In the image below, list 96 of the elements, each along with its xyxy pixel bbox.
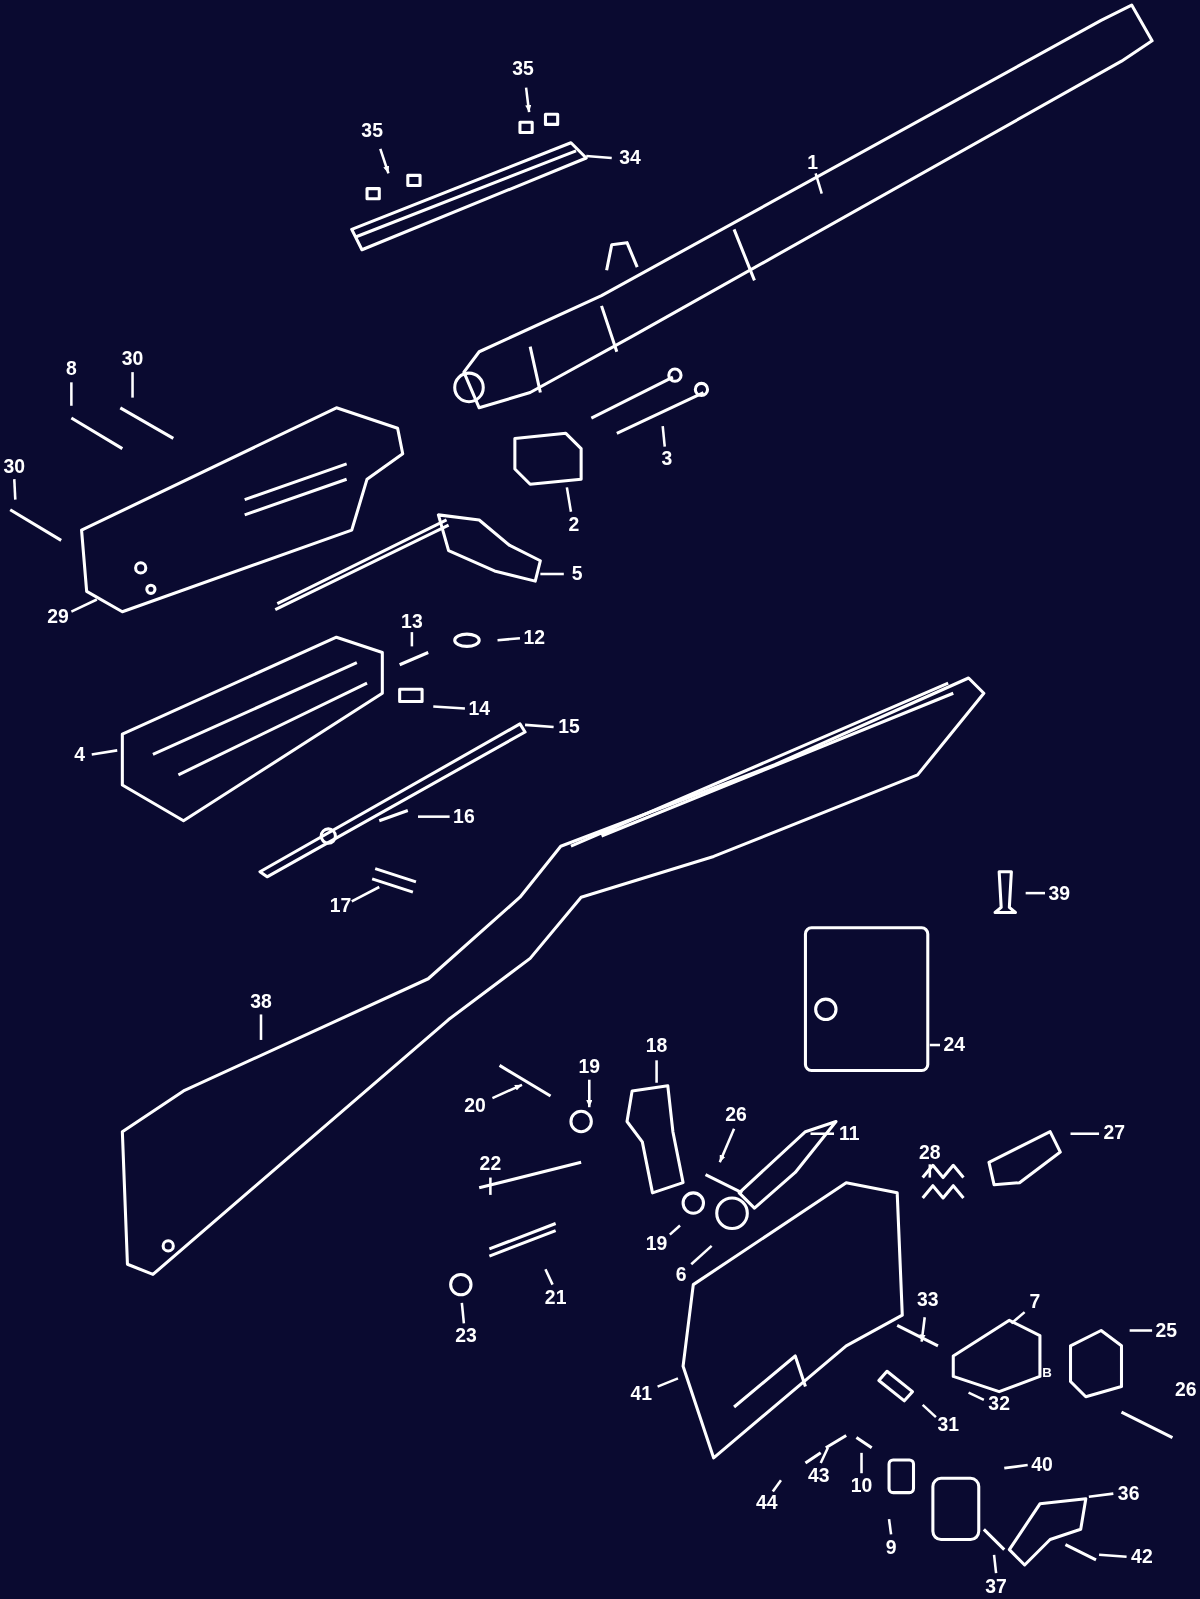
leader-line — [544, 1268, 554, 1286]
leader-line — [410, 632, 414, 647]
leader-line — [928, 1164, 932, 1178]
callout-number: 32 — [988, 1393, 1010, 1415]
leader-line — [491, 1083, 523, 1100]
leader-line — [819, 1447, 830, 1464]
leader-line — [540, 572, 564, 576]
leader-line — [992, 1554, 998, 1574]
callout-number: 26 — [1174, 1379, 1197, 1400]
callout-number: 9 — [885, 1537, 897, 1558]
callout-number: 14 — [468, 698, 490, 719]
leader-line — [1070, 1132, 1100, 1135]
leader-line — [968, 1391, 985, 1401]
callout-number: 10 — [850, 1475, 873, 1496]
callout-number: 3 — [661, 448, 673, 469]
callout-number: 8 — [66, 358, 77, 380]
callout-number: 15 — [558, 716, 580, 738]
leader-line — [460, 1302, 466, 1324]
callout-number: 30 — [3, 456, 26, 478]
leader-line — [497, 636, 521, 642]
letter-mark: B — [1042, 1364, 1052, 1380]
callout-number: 7 — [1029, 1291, 1041, 1313]
callout-number: 4 — [74, 744, 85, 765]
leader-line — [690, 1244, 713, 1266]
callout-number: 41 — [630, 1383, 653, 1404]
callout-number: 34 — [619, 147, 641, 169]
leader-line — [718, 1128, 736, 1163]
leader-line — [91, 749, 118, 756]
leader-line — [70, 598, 98, 613]
leader-line — [810, 1132, 834, 1135]
callout-number: 17 — [329, 896, 352, 917]
callout-number: 12 — [523, 628, 545, 649]
callout-number: 1 — [807, 152, 818, 174]
callout-number: 16 — [453, 806, 475, 827]
leader-line — [929, 1043, 940, 1047]
callout-number: 38 — [250, 992, 272, 1013]
leader-line — [489, 1177, 492, 1195]
leader-line — [524, 723, 554, 729]
callout-number: 36 — [1117, 1483, 1140, 1504]
callout-number: 21 — [544, 1287, 567, 1309]
callout-number: 18 — [645, 1035, 668, 1057]
callout-number: 26 — [725, 1105, 747, 1126]
leader-line — [13, 479, 17, 500]
callout-number: 27 — [1103, 1122, 1126, 1143]
callout-number: 28 — [919, 1142, 941, 1164]
callout-number: 35 — [512, 59, 534, 80]
callout-number: 5 — [571, 563, 583, 585]
callout-number: 44 — [755, 1492, 778, 1513]
callout-number: 24 — [943, 1034, 966, 1056]
leader-line — [70, 382, 73, 406]
leader-line — [1004, 1463, 1028, 1470]
callout-number: 20 — [464, 1096, 486, 1117]
callout-number: 35 — [361, 120, 383, 141]
callout-number: 40 — [1031, 1454, 1053, 1476]
callout-number: 33 — [917, 1289, 939, 1311]
leader-line — [418, 815, 450, 818]
callout-number: 25 — [1155, 1320, 1178, 1341]
leader-line — [657, 1377, 679, 1388]
callout-number: 22 — [479, 1154, 502, 1175]
leader-line — [814, 172, 823, 195]
leader-line — [524, 87, 532, 113]
callout-number: 23 — [455, 1325, 477, 1346]
callout-number: 37 — [985, 1576, 1007, 1597]
callout-number: 39 — [1048, 883, 1071, 905]
callout-number: 30 — [121, 348, 144, 370]
leader-line — [1025, 891, 1046, 895]
leader-line — [1098, 1553, 1127, 1559]
leader-line — [661, 426, 666, 447]
callout-number: 43 — [807, 1466, 830, 1487]
callout-number: 13 — [401, 611, 423, 633]
callout-number: 31 — [937, 1415, 959, 1436]
callout-number: 11 — [839, 1123, 860, 1144]
leader-line — [433, 705, 465, 710]
leader-line — [771, 1479, 782, 1493]
leader-line — [655, 1060, 658, 1083]
leader-line — [131, 372, 134, 398]
leader-line — [860, 1452, 863, 1474]
leader-line — [259, 1014, 263, 1040]
leader-line — [586, 154, 612, 160]
leader-line — [1088, 1492, 1114, 1498]
callout-number: 29 — [47, 606, 69, 627]
leader-line — [379, 148, 390, 174]
callout-number: 6 — [675, 1264, 687, 1285]
leader-line — [586, 1079, 593, 1108]
leader-line — [1010, 1311, 1026, 1325]
leader-line — [1129, 1329, 1153, 1332]
leader-line — [669, 1224, 681, 1236]
leader-line — [565, 487, 573, 512]
leader-line — [887, 1518, 893, 1535]
leader-line — [919, 1317, 926, 1342]
callout-number: 2 — [568, 514, 580, 536]
callout-number: 19 — [578, 1056, 601, 1077]
leader-line — [351, 885, 380, 903]
leader-line — [921, 1404, 937, 1419]
callout-number: 42 — [1131, 1546, 1153, 1568]
callout-number: 19 — [645, 1233, 668, 1255]
